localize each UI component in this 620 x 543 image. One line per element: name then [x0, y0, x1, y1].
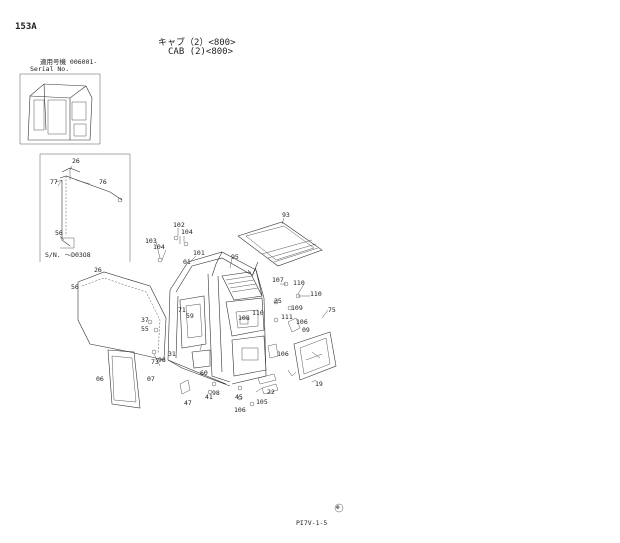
callout-103: 103 — [145, 237, 157, 245]
callout-56a: 56 — [55, 229, 63, 237]
callout-19: 19 — [315, 380, 323, 388]
serial-label-jp-text: 適用号機 — [40, 58, 66, 66]
roof-panel — [237, 221, 323, 277]
serial-label-en: Serial No. — [30, 65, 70, 73]
callout-47: 47 — [184, 399, 192, 407]
callout-106a: 106 — [296, 318, 308, 326]
callout-98b: 98 — [212, 389, 220, 397]
callout-106c: 106 — [234, 406, 246, 414]
callout-105: 105 — [256, 398, 268, 406]
callout-75: 75 — [328, 306, 336, 314]
callout-111: 111 — [281, 313, 293, 321]
callout-109: 109 — [291, 304, 303, 312]
callout-26a: 26 — [72, 157, 80, 165]
inset-serial: S/N. ～D03O8 — [45, 251, 91, 259]
callout-104b: 104 — [153, 243, 165, 251]
callout-107: 107 — [272, 276, 284, 284]
title-english: CAB (2)<800> — [168, 47, 234, 57]
callout-110b: 110 — [310, 290, 322, 298]
callout-06: 06 — [96, 375, 104, 383]
callout-26b: 26 — [94, 266, 102, 274]
callout-25: 25 — [274, 297, 282, 305]
callout-110a: 110 — [293, 279, 305, 287]
footer-symbol-circle — [334, 503, 344, 513]
callout-108: 108 — [238, 314, 250, 322]
serial-label-jp: 適用号機 006001- — [40, 59, 97, 66]
callout-77: 77 — [50, 178, 58, 186]
callout-110c: 110 — [252, 309, 264, 317]
front-glass — [287, 331, 337, 381]
callout-07: 07 — [147, 375, 155, 383]
inset-box — [39, 153, 131, 262]
callout-60: 60 — [200, 369, 208, 377]
callout-41: 41 — [205, 393, 213, 401]
callout-95: 95 — [231, 253, 239, 261]
title-japanese: キャブ（2）<800> — [158, 38, 236, 48]
callout-98a: 98 — [158, 356, 166, 364]
cab-frame — [77, 251, 267, 409]
callout-09: 09 — [302, 326, 310, 334]
callout-01: 01 — [183, 258, 191, 266]
callout-55: 55 — [141, 325, 149, 333]
callout-59: 59 — [186, 312, 194, 320]
callout-101: 101 — [193, 249, 205, 257]
footer-page-ref: PI7V-1-5 — [296, 519, 328, 527]
leader-lines — [57, 165, 329, 393]
cab-thumbnail — [19, 73, 101, 145]
serial-value: 006001- — [69, 58, 98, 66]
callout-31: 31 — [168, 350, 176, 358]
callout-93: 93 — [282, 211, 290, 219]
callout-102: 102 — [173, 221, 185, 229]
callout-56b: 56 — [71, 283, 79, 291]
footer-symbol: ⊛ — [336, 504, 340, 511]
callout-37: 37 — [141, 316, 149, 324]
callout-73: 73 — [151, 358, 159, 366]
page-code: 153A — [15, 22, 37, 32]
callout-76: 76 — [99, 178, 107, 186]
callout-71: 71 — [178, 306, 186, 314]
callout-22: 22 — [267, 388, 275, 396]
callout-104a: 104 — [181, 228, 193, 236]
callout-45: 45 — [235, 393, 243, 401]
callout-106b: 106 — [277, 350, 289, 358]
fastener-parts — [147, 235, 301, 407]
